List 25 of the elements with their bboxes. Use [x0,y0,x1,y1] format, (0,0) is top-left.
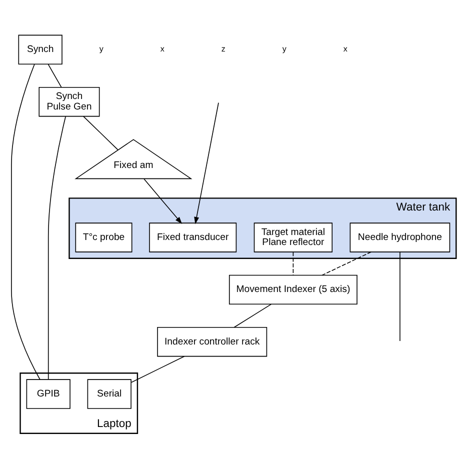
connector [11,63,40,380]
connector [322,251,372,276]
connector [292,251,294,275]
label: y [99,44,104,54]
node-box: Synch Pulse Gen [38,86,100,116]
connector [130,355,185,382]
arrow [194,102,219,224]
node-box: Synch [18,34,62,64]
node-box: Target material Plane reflector [254,222,333,252]
node-box: GPIB [26,378,70,408]
label: y [282,44,286,54]
node-box: Needle hydrophone [350,222,450,252]
connector [48,116,66,380]
node-box: T°c probe [75,222,132,252]
label: x [160,44,164,54]
label: z [221,44,226,54]
node-box: Indexer controller rack [157,326,268,356]
node-box: Fixed transducer [149,222,237,252]
arrow [144,178,182,224]
node-box: Movement Indexer (5 axis) [228,274,358,304]
label: x [343,44,348,54]
connector [83,116,118,150]
node-box: Serial [87,378,132,408]
connector [48,63,62,88]
connector [234,303,272,328]
